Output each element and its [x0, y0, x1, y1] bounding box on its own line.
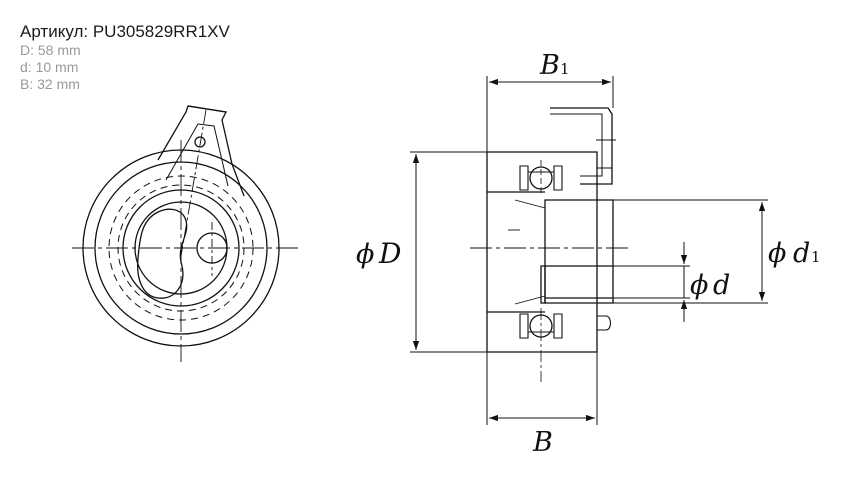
bracket-hook-top: [550, 107, 613, 185]
label-phid1-phi: ϕ: [768, 238, 786, 269]
label-phid-phi: ϕ: [690, 270, 708, 301]
inner-sleeve: [540, 265, 546, 304]
seal-bottom-left: [519, 313, 529, 339]
label-phid1-letter: d: [793, 238, 810, 269]
label-phid-letter: d: [713, 270, 730, 301]
bracket-hook-bottom: [597, 315, 612, 331]
spec-outer-diameter: D: 58 mm: [20, 42, 81, 58]
arm-top-edge: [187, 105, 227, 113]
seal-top-right: [553, 165, 563, 191]
label-phiD-phi: ϕ: [356, 239, 374, 270]
spec-inner-diameter: d: 10 mm: [20, 59, 79, 75]
seal-bottom-right: [553, 313, 563, 339]
bracket-hook-top-inner: [550, 113, 603, 177]
tension-arm-inner: [165, 123, 229, 187]
front-view: [72, 105, 298, 362]
label-phiD-letter: D: [378, 237, 401, 270]
label-phid1-sub: 1: [811, 248, 821, 266]
arm-centerline: [179, 109, 207, 263]
dimensions: [410, 76, 768, 425]
label-b: B: [532, 427, 553, 458]
spec-block: Артикул: PU305829RR1XV D: 58 mm d: 10 mm…: [20, 22, 230, 93]
outer-ring-outline: [486, 151, 598, 353]
eccentric-cam-shape: [136, 208, 188, 299]
label-b1-sub: 1: [560, 60, 570, 78]
side-view: [470, 107, 628, 382]
seal-top-left: [519, 165, 529, 191]
article-title: Артикул: PU305829RR1XV: [20, 22, 230, 41]
label-b1: B: [539, 50, 560, 81]
arm-pivot-circle: [194, 136, 206, 148]
taper-line-bottom: [514, 295, 546, 305]
taper-line-top: [514, 199, 546, 209]
spec-width: B: 32 mm: [20, 76, 80, 92]
inner-ring-outline: [544, 199, 614, 304]
